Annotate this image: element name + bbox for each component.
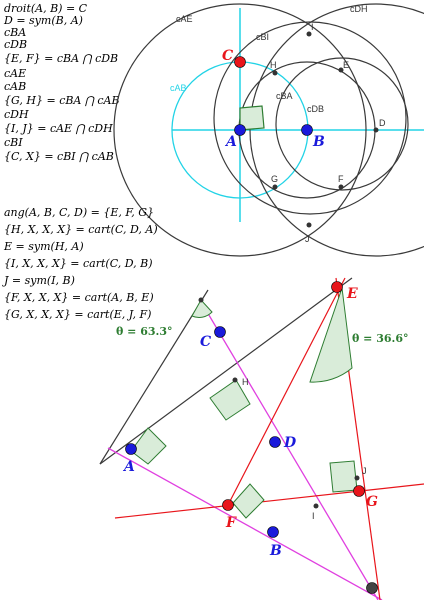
bottom-line-3: E = sym(H, A) (3, 240, 84, 253)
point-bottom-vertex (366, 582, 378, 594)
line-f-e (227, 277, 346, 506)
line-f-g (114, 483, 424, 519)
bottom-figure: H I J C D A B E F G θ = 63.3° θ = 36.6° (99, 277, 424, 600)
top-line-3: cBA (4, 26, 26, 39)
top-line-6: cAE (4, 67, 26, 80)
bottom-line-1: ang(A, B, C, D) = {E, F, G} (4, 206, 154, 219)
bottom-line-4: {I, X, X, X} = cart(C, D, B) (4, 257, 153, 270)
angle-label-left: θ = 63.3° (116, 325, 173, 338)
right-angle-marker (239, 105, 265, 131)
label-point-f: F (225, 515, 237, 531)
point-b (301, 124, 313, 136)
point-g (353, 485, 365, 497)
top-line-5: {E, F} = cBA ⋂ cDB (4, 52, 118, 65)
top-line-12: {C, X} = cBI ⋂ cAB (4, 150, 114, 163)
top-line-9: cDH (4, 108, 29, 121)
top-line-11: cBI (4, 136, 23, 149)
label-cdh: cDH (350, 4, 368, 14)
label-point-c: C (222, 48, 233, 64)
line-a-b-magenta (107, 447, 383, 600)
point-c (214, 326, 226, 338)
point-d (373, 127, 379, 133)
label-point-f: F (338, 174, 344, 184)
point-a (125, 443, 137, 455)
label-cba: cBA (276, 91, 293, 101)
label-point-j: J (362, 466, 367, 476)
line-a-c (99, 289, 209, 465)
point-e (338, 67, 344, 73)
label-point-c: C (200, 334, 211, 350)
circle-cdh (249, 3, 424, 257)
label-point-a: A (122, 459, 135, 475)
angle-sector-left (191, 299, 213, 318)
label-point-j: J (305, 234, 310, 244)
label-point-a: A (224, 134, 237, 150)
line-c-d-magenta (199, 299, 379, 600)
line-a-e (99, 277, 353, 465)
circle-cbi (213, 21, 407, 215)
label-point-b: B (269, 543, 282, 559)
point-c (234, 56, 246, 68)
top-line-4: cDB (4, 38, 27, 51)
point-g (272, 184, 278, 190)
point-i (313, 503, 319, 509)
right-angle-a (130, 427, 167, 465)
label-point-i: I (312, 511, 315, 521)
label-cab: cAB (170, 83, 187, 93)
top-line-2: D = sym(B, A) (3, 14, 83, 27)
top-line-10: {I, J} = cAE ⋂ cDH (4, 122, 113, 135)
label-point-e: E (343, 60, 349, 70)
label-cdb: cDB (307, 104, 324, 114)
right-angle-f (232, 483, 265, 519)
angle-label-right: θ = 36.6° (352, 332, 409, 345)
point-h (232, 377, 238, 383)
circle-cdb (275, 57, 409, 191)
label-point-d: D (283, 435, 297, 451)
bottom-line-7: {G, X, X, X} = cart(E, J, F) (4, 308, 151, 321)
top-text-block: droit(A, B) = C D = sym(B, A) cBA cDB {E… (3, 2, 120, 163)
point-j (354, 475, 360, 481)
label-point-e: E (346, 286, 358, 302)
angle-sector-right (309, 287, 353, 383)
label-point-d: D (379, 118, 386, 128)
point-x-top (198, 297, 204, 303)
point-a (234, 124, 246, 136)
top-figure: cAE cDH cBI cAB cBA cDB I H E D G F J (113, 3, 424, 257)
label-point-h: H (242, 377, 249, 387)
label-point-g: G (271, 174, 278, 184)
label-point-i: I (311, 22, 314, 32)
label-point-h: H (270, 60, 277, 70)
point-b (267, 526, 279, 538)
right-angle-j (329, 460, 358, 493)
bottom-text-block: ang(A, B, C, D) = {E, F, G} {H, X, X, X}… (2, 206, 158, 321)
circle-cae (113, 3, 367, 257)
bottom-line-2: {H, X, X, X} = cart(C, D, A) (4, 223, 158, 236)
point-j (306, 222, 312, 228)
top-line-8: {G, H} = cBA ⋂ cAB (4, 94, 120, 107)
right-angle-h (209, 379, 251, 421)
bottom-line-5: J = sym(I, B) (2, 274, 75, 287)
point-d (269, 436, 281, 448)
label-cbi: cBI (256, 32, 269, 42)
bottom-line-6: {F, X, X, X} = cart(A, B, E) (4, 291, 154, 304)
point-i (306, 31, 312, 37)
point-f (338, 184, 344, 190)
label-point-b: B (312, 134, 325, 150)
top-line-1: droit(A, B) = C (4, 2, 88, 15)
point-e (331, 281, 343, 293)
point-f (222, 499, 234, 511)
label-point-g: G (366, 494, 378, 510)
top-line-7: cAB (4, 80, 26, 93)
point-h (272, 70, 278, 76)
label-cae: cAE (176, 14, 193, 24)
